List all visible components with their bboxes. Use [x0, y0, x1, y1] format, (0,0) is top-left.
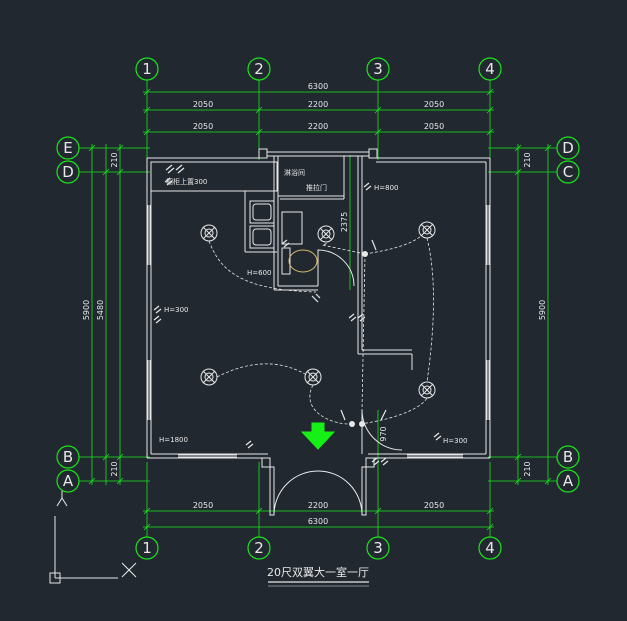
- dim-bath-height: 2375: [340, 212, 349, 232]
- axis-label-right-b: B: [563, 448, 573, 466]
- socket-icon: [371, 239, 377, 251]
- axis-label-left-e: E: [63, 139, 72, 157]
- entry-arrow-icon: [300, 422, 336, 450]
- note-h600: H=600: [247, 269, 272, 277]
- lamp-icon: [304, 368, 322, 386]
- dim-left-outer: 5900: [82, 300, 91, 320]
- dim-left-small-bottom: 210: [110, 461, 119, 476]
- note-cabinet: 橱柜上置300: [166, 177, 207, 186]
- dim-top-row2-a: 2050: [193, 122, 213, 131]
- axis-bubble-left-a: [56, 469, 80, 493]
- dim-left-inner: 5480: [96, 300, 105, 320]
- axis-bubble-top-2: [247, 57, 271, 81]
- lamp-icon: [418, 221, 436, 239]
- note-h1800: H=1800: [159, 436, 188, 444]
- axis-bubble-bottom-1: [135, 536, 159, 560]
- axis-label-bottom-1: 1: [142, 539, 152, 557]
- note-h300-left: H=300: [164, 306, 189, 314]
- axis-bubble-bottom-4: [478, 536, 502, 560]
- socket-icon: [281, 239, 290, 248]
- socket-icon: [153, 305, 162, 324]
- socket-icon: [363, 182, 372, 191]
- annotation-notes: 橱柜上置300 淋浴间 推拉门 H=800 H=600 H=300 H=1800…: [159, 168, 468, 445]
- socket-icon: [165, 164, 185, 174]
- walls: [146, 148, 491, 516]
- lamp-icon: [418, 381, 436, 399]
- dim-bottom-row-c: 2050: [424, 501, 444, 510]
- note-h300-right: H=300: [443, 437, 468, 445]
- axis-label-left-b: B: [63, 448, 73, 466]
- axis-bubble-top-1: [135, 57, 159, 81]
- axis-bubble-bottom-2: [247, 536, 271, 560]
- axis-label-right-a: A: [563, 472, 574, 490]
- lamp-icon: [200, 368, 218, 386]
- socket-icon: [164, 177, 173, 186]
- axis-labels: 1 2 3 4 1 2 3 4 E D B A D C B A: [62, 60, 574, 557]
- axis-label-bottom-4: 4: [485, 539, 495, 557]
- axis-bubble-left-b: [56, 445, 80, 469]
- dim-left-small-top: 210: [110, 152, 119, 167]
- lamp-icon: [317, 225, 335, 243]
- socket-icon: [245, 440, 254, 449]
- ucs-icon: [49, 491, 137, 584]
- dimension-lines: [88, 88, 552, 531]
- socket-icon: [311, 293, 321, 303]
- axis-bubble-right-d: [556, 136, 580, 160]
- dim-door: 970: [379, 426, 388, 441]
- axis-bubble-left-d: [56, 160, 80, 184]
- axis-bubble-top-4: [478, 57, 502, 81]
- socket-icon: [340, 409, 387, 421]
- socket-icon: [433, 432, 442, 441]
- note-sliding-door: 推拉门: [306, 183, 327, 192]
- axis-bubbles: [56, 57, 580, 560]
- axis-bubble-bottom-3: [366, 536, 390, 560]
- axis-label-top-3: 3: [373, 60, 383, 78]
- axis-label-right-d: D: [562, 139, 574, 157]
- dim-bottom-row-a: 2050: [193, 501, 213, 510]
- axis-label-bottom-2: 2: [254, 539, 264, 557]
- wiring: [208, 235, 434, 425]
- junction-dots: [349, 251, 368, 427]
- lamp-icon: [200, 224, 218, 242]
- axis-label-bottom-3: 3: [373, 539, 383, 557]
- note-h800: H=800: [374, 184, 399, 192]
- axis-label-top-1: 1: [142, 60, 152, 78]
- axis-label-left-d: D: [62, 163, 74, 181]
- sockets: [153, 164, 442, 466]
- note-shower: 淋浴间: [284, 168, 305, 177]
- dim-top-row2-c: 2050: [424, 122, 444, 131]
- axis-label-right-c: C: [563, 163, 573, 181]
- dim-top-row1-c: 2050: [424, 100, 444, 109]
- axis-label-top-2: 2: [254, 60, 264, 78]
- grid-lines: [79, 80, 557, 537]
- dim-right-small-top: 210: [523, 152, 532, 167]
- socket-icon: [348, 313, 366, 322]
- ceiling-lamps: [200, 221, 436, 399]
- axis-label-left-a: A: [63, 472, 74, 490]
- axis-bubble-right-a: [556, 469, 580, 493]
- axis-bubble-right-b: [556, 445, 580, 469]
- axis-bubble-right-c: [556, 160, 580, 184]
- axis-label-top-4: 4: [485, 60, 495, 78]
- dim-top-row1-b: 2200: [308, 100, 328, 109]
- dimension-texts: 6300 2050 2200 2050 2050 2200 2050 2050 …: [82, 82, 547, 526]
- dim-bottom-total: 6300: [308, 517, 328, 526]
- axis-bubble-top-3: [366, 57, 390, 81]
- axis-bubble-left-e: [56, 136, 80, 160]
- socket-icon: [371, 457, 389, 466]
- dim-right-small-bottom: 210: [523, 461, 532, 476]
- dim-bottom-row-b: 2200: [308, 501, 328, 510]
- dim-top-total: 6300: [308, 82, 328, 91]
- dim-top-row1-a: 2050: [193, 100, 213, 109]
- drawing-title: 20尺双翼大一室一厅: [267, 565, 369, 579]
- dim-top-row2-b: 2200: [308, 122, 328, 131]
- dim-right-outer: 5900: [538, 300, 547, 320]
